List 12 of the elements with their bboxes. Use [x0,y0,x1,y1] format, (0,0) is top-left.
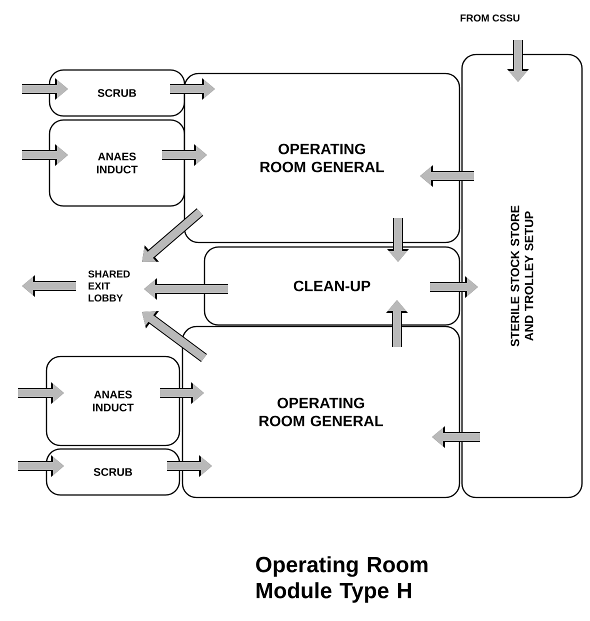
room-box: SCRUB [48,69,186,117]
room-box: OPERATING ROOM GENERAL [182,326,460,498]
area-label: FROM CSSU [460,14,520,22]
room-box: ANAES INDUCT [48,119,186,207]
area-label: SHARED EXIT LOBBY [88,270,130,302]
room-box: ANAES INDUCT [46,356,180,446]
room-box: SCRUB [46,448,180,496]
title: Operating Room Module Type H [256,556,428,603]
room-box: STERILE STOCK STORE AND TROLLEY SETUP [461,54,583,498]
room-box: CLEAN-UP [204,246,460,326]
room-box: OPERATING ROOM GENERAL [184,72,460,244]
block-arrow [142,208,204,262]
